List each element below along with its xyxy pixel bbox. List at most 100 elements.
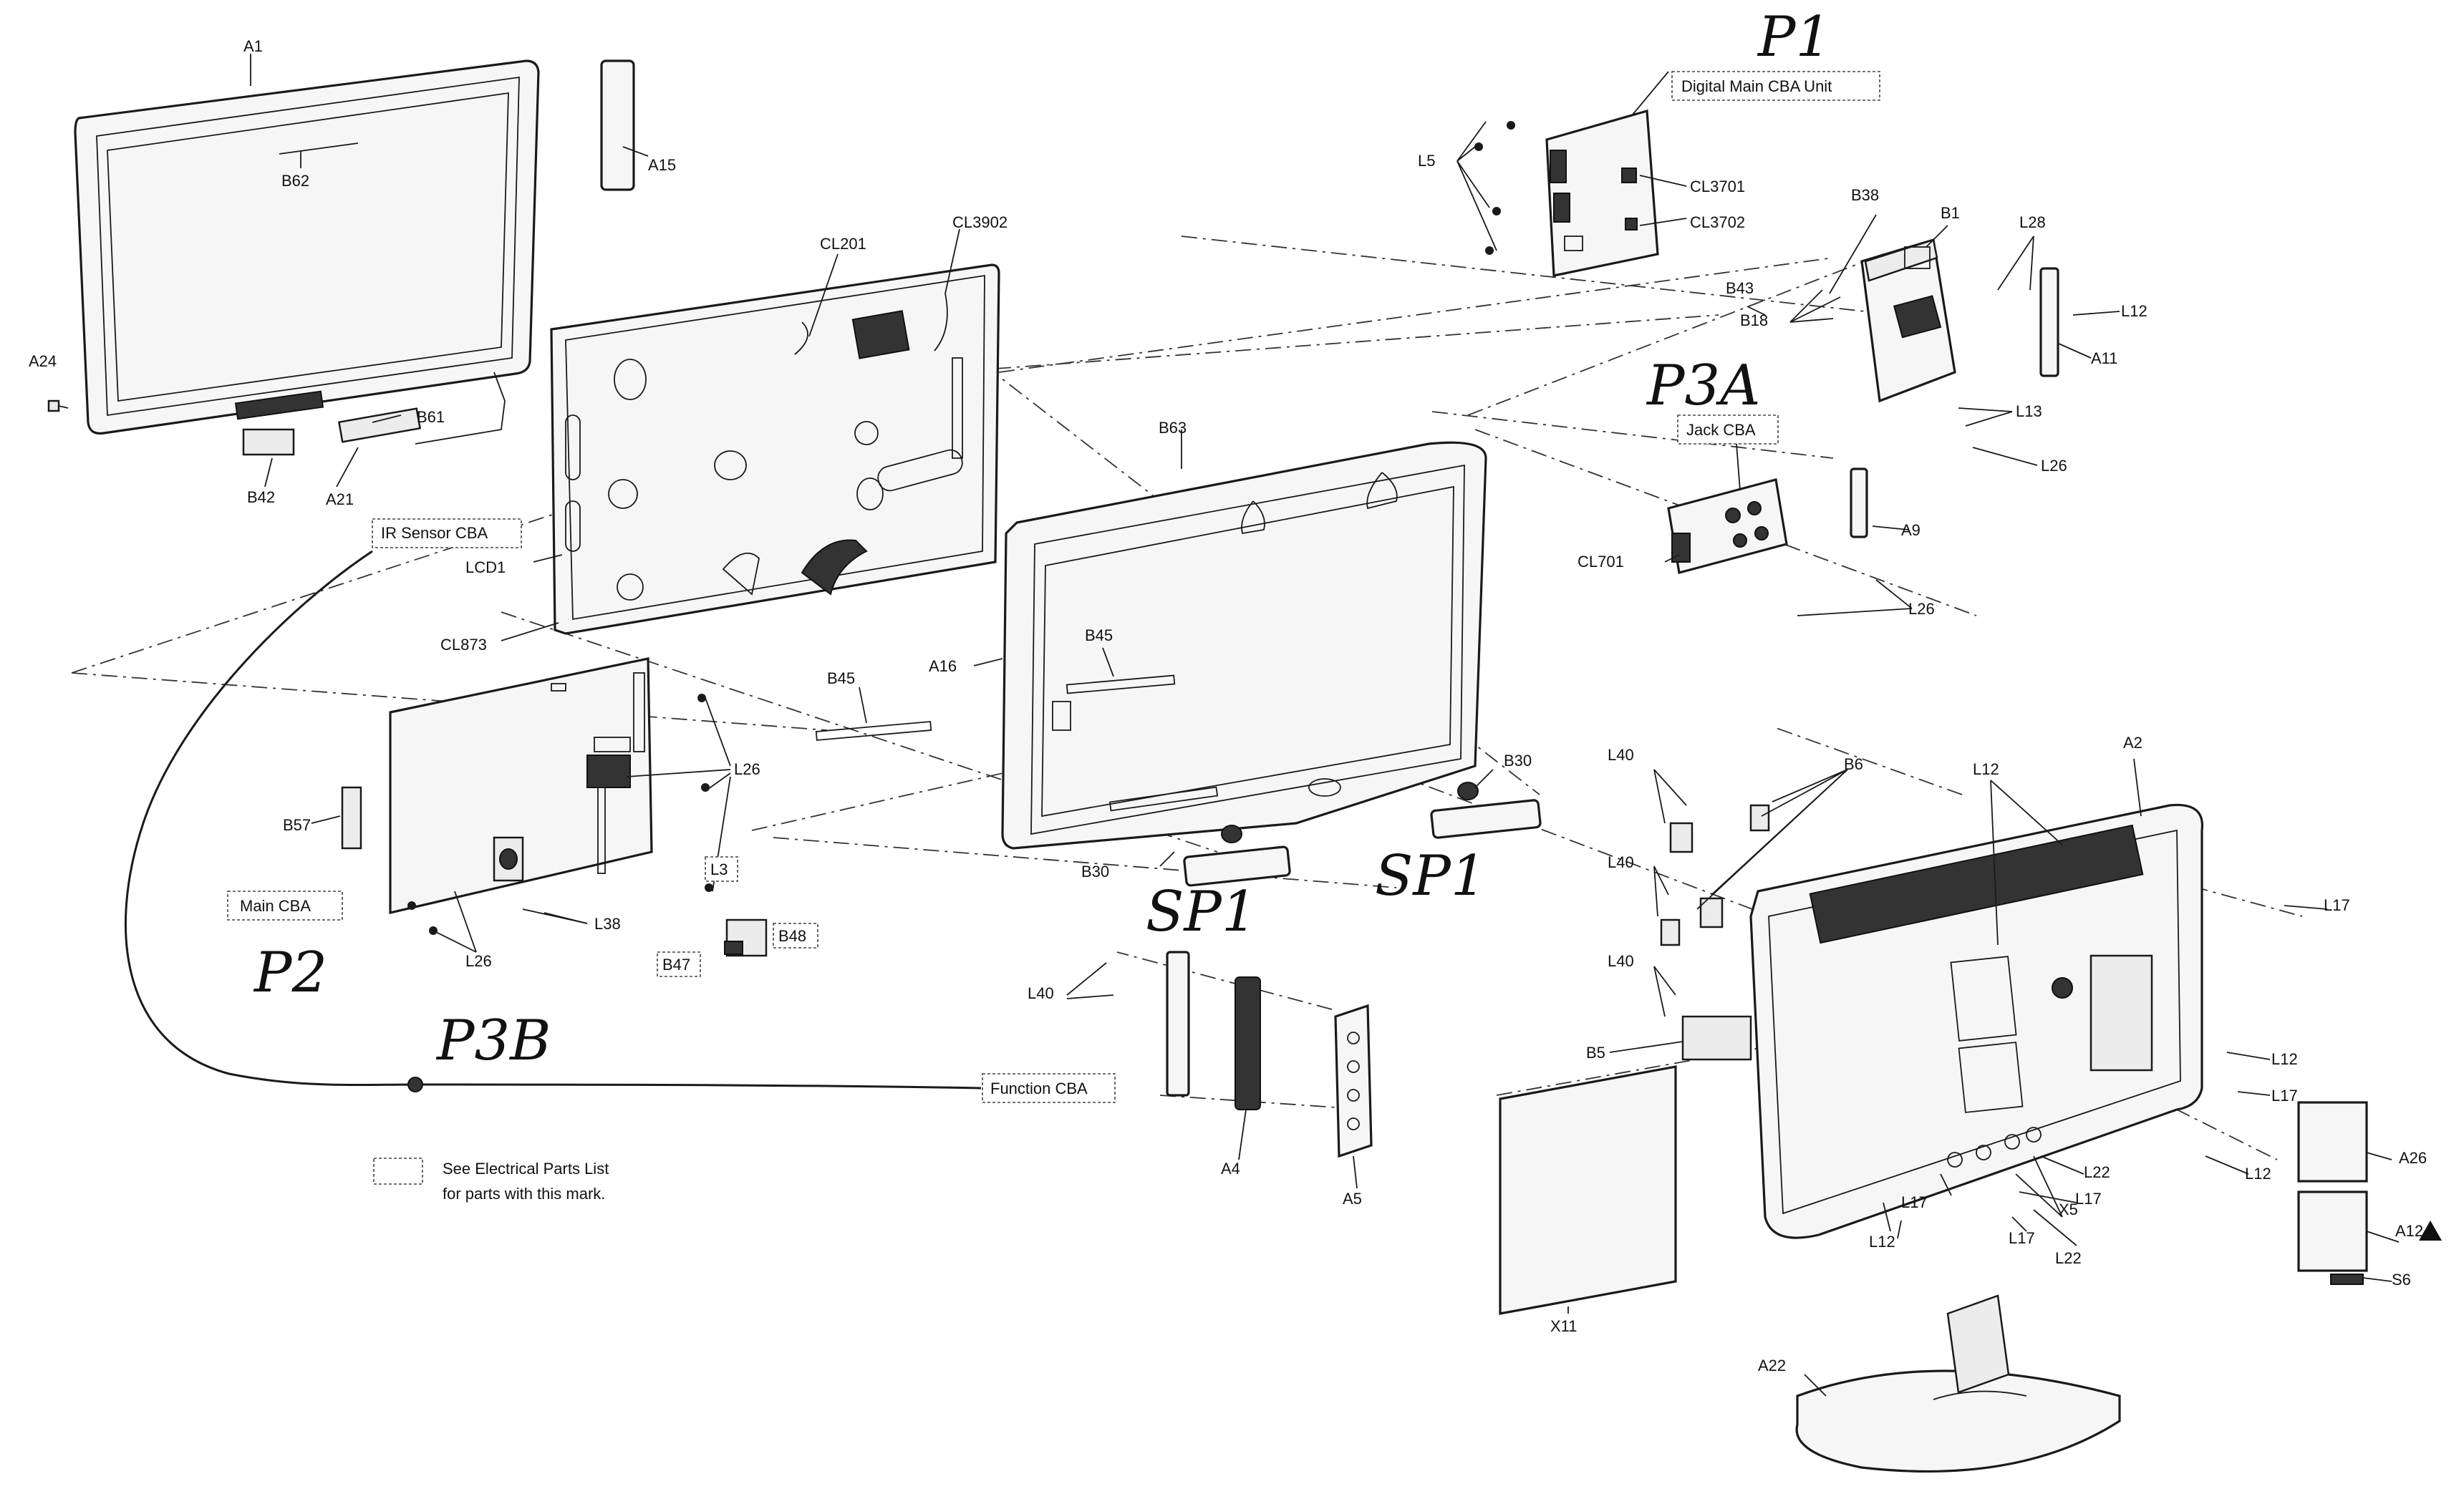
label-l3: L3 (710, 860, 728, 878)
jack-cba-board (1667, 478, 1788, 574)
a12-label-sheet (2297, 1190, 2368, 1272)
label-ir-sensor-cba: IR Sensor CBA (381, 524, 488, 542)
label-lcd1: LCD1 (465, 558, 506, 576)
speaker-left (1183, 845, 1291, 887)
label-a9: A9 (1901, 521, 1921, 539)
label-b62: B62 (281, 172, 309, 190)
label-b48: B48 (778, 927, 806, 945)
label-l40a: L40 (1028, 984, 1054, 1002)
label-l17e: L17 (2009, 1229, 2035, 1247)
digital-main-cba-board (1474, 109, 1659, 277)
label-a2: A2 (2123, 734, 2142, 752)
label-l12d: L12 (2245, 1165, 2271, 1183)
label-l28: L28 (2019, 213, 2046, 231)
label-b45b: B45 (1085, 626, 1113, 644)
boxed-labels: Digital Main CBA Unit IR Sensor CBA Jack… (227, 71, 1880, 1103)
label-l17b: L17 (2271, 1087, 2298, 1105)
b45-strip-left (815, 721, 932, 741)
handwritten-p3b: P3B (435, 1009, 551, 1073)
back-cover-a2 (1749, 803, 2204, 1239)
label-l12b: L12 (1973, 760, 1999, 778)
label-l26b: L26 (1908, 600, 1935, 618)
label-l13: L13 (2016, 402, 2042, 420)
label-l40d: L40 (1608, 952, 1634, 970)
label-a26: A26 (2399, 1149, 2427, 1167)
label-b38: B38 (1851, 186, 1879, 204)
label-jack-cba: Jack CBA (1686, 421, 1756, 439)
label-b18: B18 (1740, 311, 1768, 329)
handwritten-p3a: P3A (1646, 354, 1760, 418)
label-l17c: L17 (2075, 1190, 2102, 1208)
label-a21: A21 (326, 490, 354, 508)
legend-line-2: for parts with this mark. (443, 1185, 605, 1203)
front-bezel-a1 (74, 59, 540, 456)
label-cl3702: CL3702 (1690, 213, 1745, 231)
label-digital-main-cba: Digital Main CBA Unit (1681, 77, 1832, 95)
label-b57: B57 (283, 816, 311, 834)
label-b45a: B45 (827, 669, 855, 687)
label-cl701: CL701 (1578, 553, 1624, 571)
label-l17d: L17 (1901, 1193, 1928, 1211)
a15-strip (600, 59, 635, 191)
handwritten-p1: P1 (1757, 5, 1831, 69)
b1-shield (1860, 238, 1956, 403)
label-b61: B61 (417, 408, 445, 426)
stand-a22 (1795, 1294, 2121, 1473)
s6-label (2330, 1274, 2364, 1285)
label-l17a: L17 (2324, 896, 2350, 914)
a11-strip (2039, 267, 2059, 377)
a26-label-sheet (2297, 1101, 2368, 1183)
leader-lines (58, 54, 2400, 1397)
b6-bracket-right (1749, 804, 1770, 832)
b6-bracket-top (1669, 822, 1694, 853)
label-l40b: L40 (1608, 746, 1634, 764)
label-b43: B43 (1726, 279, 1754, 297)
legend-line-1: See Electrical Parts List (443, 1160, 609, 1178)
label-l22b: L22 (2055, 1249, 2082, 1267)
label-l26a: L26 (2041, 457, 2067, 475)
label-b6: B6 (1844, 755, 1863, 773)
speaker-right (1430, 799, 1542, 839)
label-l12e: L12 (1869, 1233, 1895, 1251)
function-cba-board (1166, 951, 1190, 1097)
label-a24: A24 (29, 352, 57, 370)
label-b63: B63 (1159, 419, 1187, 437)
b5-bracket (1681, 1015, 1752, 1061)
a24-part (47, 399, 60, 412)
handwritten-annotations: P1 P3A P2 P3B SP1 SP1 (253, 5, 1831, 1073)
legend-box-symbol (373, 1158, 423, 1185)
b6-bracket-bottom (1660, 918, 1681, 946)
handwritten-sp1-left: SP1 (1146, 880, 1257, 944)
label-b30b: B30 (1081, 863, 1109, 881)
label-l5: L5 (1418, 152, 1435, 170)
ir-sensor-cable (124, 550, 982, 1090)
label-function-cba: Function CBA (990, 1080, 1088, 1097)
a9-bracket (1850, 467, 1868, 538)
main-cba-board (389, 657, 713, 935)
lcd-panel-lcd1 (550, 263, 1000, 635)
label-a11: A11 (2091, 349, 2118, 367)
label-b30a: B30 (1504, 752, 1532, 770)
label-l26c: L26 (734, 760, 760, 778)
warning-triangle-icon (2419, 1221, 2442, 1241)
label-a16: A16 (929, 657, 957, 675)
part-labels: A1 B62 A15 A24 B61 B42 A21 CL201 CL3902 … (29, 37, 2427, 1374)
handwritten-sp1-right: SP1 (1375, 844, 1487, 908)
label-x11: X11 (1550, 1317, 1578, 1335)
label-main-cba: Main CBA (240, 897, 311, 915)
handwritten-p2: P2 (253, 941, 327, 1005)
label-a5: A5 (1343, 1190, 1362, 1208)
label-a22: A22 (1758, 1357, 1786, 1374)
label-cl3902: CL3902 (952, 213, 1008, 231)
b45-strip-right (1066, 674, 1176, 694)
label-l12a: L12 (2121, 302, 2147, 320)
legend: See Electrical Parts List for parts with… (373, 1158, 609, 1203)
label-b1: B1 (1941, 204, 1960, 222)
a5-buttons (1334, 1004, 1373, 1158)
label-l12c: L12 (2271, 1050, 2298, 1068)
label-b42: B42 (247, 488, 275, 506)
label-a12: A12 (2395, 1222, 2423, 1240)
label-l22a: L22 (2084, 1163, 2110, 1181)
label-a4: A4 (1221, 1160, 1240, 1178)
